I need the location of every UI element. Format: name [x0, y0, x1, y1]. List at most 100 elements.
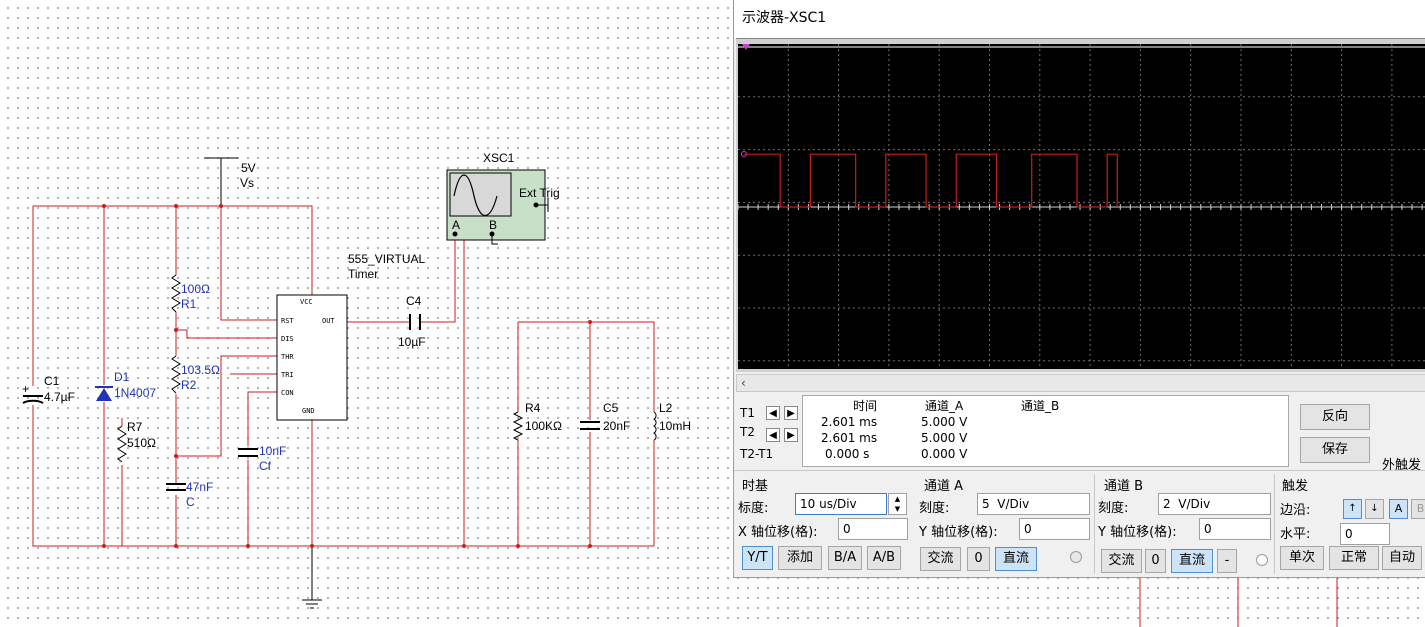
- yt-mode-button[interactable]: Y/T: [742, 546, 773, 570]
- c-name: C: [186, 495, 195, 509]
- pin-gnd: GND: [302, 407, 315, 415]
- channel-a-section-title: 通道 A: [924, 479, 964, 494]
- timebase-spinner[interactable]: ▲▼: [888, 493, 907, 515]
- pin-rst: RST: [281, 317, 294, 325]
- t2-right-arrow-icon[interactable]: ▶: [784, 428, 798, 442]
- r4-name: R4: [525, 401, 541, 415]
- cursor-t1-marker[interactable]: [742, 44, 750, 50]
- wire-rst: [220, 206, 277, 321]
- c5-symbol[interactable]: [580, 421, 600, 430]
- scope-ext-trig-label: Ext Trig: [519, 186, 560, 200]
- scope-grid: [738, 44, 1425, 369]
- r2-name: R2: [181, 378, 197, 392]
- cf-name: Cf: [259, 459, 272, 473]
- ba-mode-button[interactable]: B/A: [828, 546, 862, 570]
- r1-symbol[interactable]: [171, 274, 181, 313]
- channel-a-ypos-label: Y 轴位移(格):: [919, 525, 998, 540]
- scope-window-title[interactable]: 示波器-XSC1: [734, 0, 1425, 38]
- trigger-auto-button[interactable]: 自动: [1382, 546, 1422, 570]
- c1-name: C1: [44, 374, 60, 388]
- supply-name-label: Vs: [240, 176, 254, 190]
- r4-symbol[interactable]: [512, 411, 524, 441]
- cursor-t1-label: T1: [740, 406, 755, 420]
- d1-symbol[interactable]: [95, 386, 113, 401]
- cursor-t2-label: T2: [740, 425, 755, 439]
- trigger-edge-label: 边沿:: [1280, 503, 1311, 518]
- scope-pin-b-label: B: [489, 218, 497, 232]
- channel-b-scale-input[interactable]: [1158, 493, 1271, 515]
- scope-ref-label: XSC1: [483, 151, 515, 165]
- pin-out: OUT: [322, 317, 335, 325]
- c5-name: C5: [603, 401, 619, 415]
- add-mode-button[interactable]: 添加: [778, 546, 822, 570]
- readout-delta-time: 0.000 s: [825, 447, 870, 461]
- channel-b-radio-icon[interactable]: [1256, 554, 1268, 566]
- scope-instrument-xsc1[interactable]: [446, 169, 549, 245]
- r2-symbol[interactable]: [171, 355, 181, 394]
- channel-b-dc-button[interactable]: 直流: [1171, 549, 1213, 573]
- timebase-scale-input[interactable]: [795, 493, 887, 515]
- channel-b-section-title: 通道 B: [1104, 479, 1144, 494]
- scroll-left-icon[interactable]: ‹: [741, 376, 746, 390]
- scope-display[interactable]: [738, 44, 1425, 369]
- display-horizontal-scrollbar[interactable]: ‹: [736, 374, 1425, 392]
- t1-right-arrow-icon[interactable]: ▶: [784, 406, 798, 420]
- channel-b-ypos-label: Y 轴位移(格):: [1098, 525, 1177, 540]
- channel-a-zero-button[interactable]: 0: [967, 547, 990, 571]
- trigger-normal-button[interactable]: 正常: [1329, 546, 1379, 570]
- readout-delta-cha: 0.000 V: [921, 447, 968, 461]
- l2-symbol[interactable]: [652, 411, 657, 441]
- timebase-xpos-input[interactable]: [838, 518, 908, 540]
- save-button[interactable]: 保存: [1300, 437, 1370, 463]
- ext-trigger-label: 外触发: [1382, 458, 1422, 473]
- channel-b-zero-button[interactable]: 0: [1145, 549, 1166, 573]
- c-symbol[interactable]: [166, 483, 186, 491]
- reverse-button[interactable]: 反向: [1300, 404, 1370, 430]
- c1-symbol[interactable]: [22, 395, 44, 404]
- readout-t1-time: 2.601 ms: [821, 415, 878, 429]
- trigger-rising-edge-icon[interactable]: ↑: [1343, 499, 1362, 519]
- channel-b-minus-button[interactable]: -: [1217, 549, 1237, 573]
- wire-rlc-tank: [517, 321, 655, 546]
- channel-a-dc-button[interactable]: 直流: [995, 547, 1037, 571]
- channel-a-ac-button[interactable]: 交流: [920, 547, 961, 571]
- readout-t2-time: 2.601 ms: [821, 431, 878, 445]
- r7-symbol[interactable]: [117, 425, 127, 463]
- r2-value: 103.5Ω: [181, 363, 220, 377]
- c4-symbol[interactable]: [409, 314, 421, 330]
- c4-value: 10µF: [398, 335, 426, 349]
- trigger-level-input[interactable]: [1340, 523, 1390, 545]
- cf-symbol[interactable]: [238, 448, 258, 457]
- timebase-scale-label: 标度:: [738, 501, 769, 516]
- r1-value: 100Ω: [181, 282, 210, 296]
- cf-value: 10nF: [259, 444, 286, 458]
- channel-b-ypos-input[interactable]: [1199, 518, 1271, 540]
- channel-a-ypos-input[interactable]: [1019, 518, 1090, 540]
- trigger-source-b-button[interactable]: B: [1411, 499, 1425, 519]
- l2-name: L2: [659, 401, 673, 415]
- channel-b-ac-button[interactable]: 交流: [1101, 549, 1142, 573]
- ab-mode-button[interactable]: A/B: [867, 546, 901, 570]
- ground-symbol: [302, 546, 322, 609]
- t1-left-arrow-icon[interactable]: ◀: [766, 406, 780, 420]
- t2-left-arrow-icon[interactable]: ◀: [766, 428, 780, 442]
- trigger-level-label: 水平:: [1280, 527, 1311, 542]
- trigger-source-a-button[interactable]: A: [1389, 499, 1408, 519]
- schematic-canvas[interactable]: VCC RST OUT DIS THR TRI CON GND XSC1 Ext…: [0, 0, 733, 627]
- channel-b-scale-label: 刻度:: [1098, 501, 1129, 516]
- trigger-divider: [1274, 474, 1275, 574]
- c4-name: C4: [406, 294, 422, 308]
- supply-symbol: [204, 157, 238, 206]
- supply-voltage-label: 5V: [241, 161, 256, 175]
- oscilloscope-window[interactable]: 示波器-XSC1 ‹ T1 T2 T2-T1 ◀ ▶ ◀ ▶ 时间 通道_A 通…: [733, 0, 1425, 578]
- timebase-section-title: 时基: [742, 479, 769, 494]
- trigger-falling-edge-icon[interactable]: ↓: [1365, 499, 1384, 519]
- trigger-section-title: 触发: [1282, 479, 1309, 494]
- channel-a-scale-input[interactable]: [977, 493, 1090, 515]
- channel-a-radio-icon[interactable]: [1070, 551, 1082, 563]
- l2-value: 10mH: [659, 419, 691, 433]
- wire-thr-tri: [176, 355, 277, 457]
- trigger-single-button[interactable]: 单次: [1280, 546, 1324, 570]
- probe-wires-below: [1139, 577, 1338, 627]
- timer-555-body[interactable]: [276, 294, 348, 421]
